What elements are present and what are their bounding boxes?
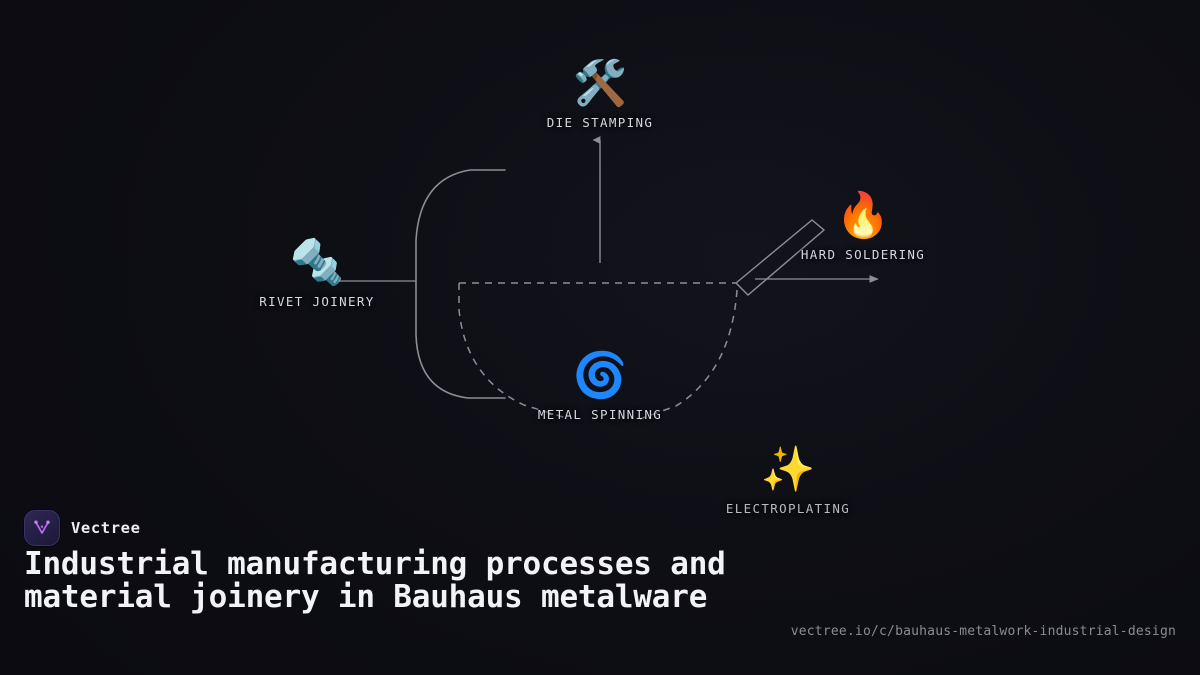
node-label-hard-soldering: HARD SOLDERING: [800, 247, 926, 262]
node-rivet-joinery[interactable]: 🔩 RIVET JOINERY: [259, 237, 375, 310]
edge-soldering-bar: [734, 219, 826, 296]
node-label-rivet-joinery: RIVET JOINERY: [259, 294, 375, 309]
node-die-stamping[interactable]: 🛠️ DIE STAMPING: [546, 58, 654, 131]
vectree-v-tree-icon: [34, 520, 50, 534]
hammer-and-wrench-icon: 🛠️: [572, 58, 628, 109]
sparkles-icon: ✨: [760, 444, 816, 495]
source-url: vectree.io/c/bauhaus-metalwork-industria…: [790, 624, 1176, 639]
edge-hub-dashed-arc-right: [639, 289, 738, 420]
nut-and-bolt-icon: 🔩: [289, 237, 345, 288]
fire-icon: 🔥: [835, 190, 891, 241]
node-metal-spinning[interactable]: 🌀 METAL SPINNING: [537, 350, 663, 423]
page-title: Industrial manufacturing processes and m…: [24, 546, 726, 615]
cyclone-icon: 🌀: [572, 350, 628, 401]
node-label-die-stamping: DIE STAMPING: [546, 115, 654, 130]
brand-name: Vectree: [71, 519, 141, 537]
node-label-metal-spinning: METAL SPINNING: [537, 407, 663, 422]
node-label-electroplating: ELECTROPLATING: [725, 501, 851, 516]
node-electroplating[interactable]: ✨ ELECTROPLATING: [725, 444, 851, 517]
vectree-logo: [24, 510, 60, 546]
node-hard-soldering[interactable]: 🔥 HARD SOLDERING: [800, 190, 926, 263]
edge-hub-left-bracket: [415, 169, 506, 399]
brand[interactable]: Vectree: [24, 510, 141, 546]
